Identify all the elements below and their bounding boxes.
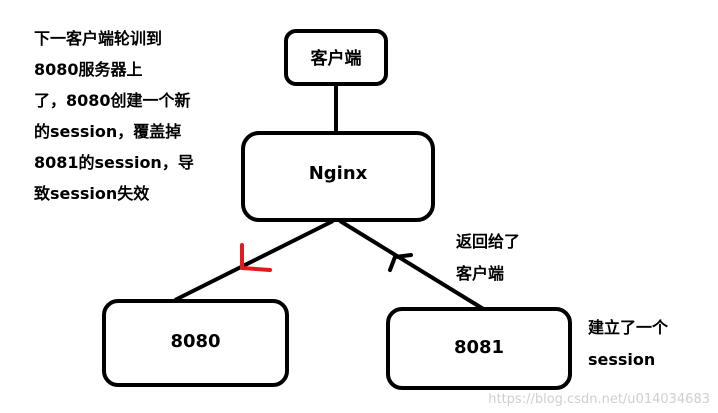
left-annotation: 下一客户端轮训到 8080服务器上 了，8080创建一个新 的session，覆… (34, 23, 194, 209)
session-annotation: 建立了一个 session (588, 312, 668, 376)
client-box (284, 29, 388, 86)
client-box-label: 客户端 (310, 49, 362, 69)
nginx-box-label: Nginx (308, 163, 368, 184)
left-annotation-line-1: 下一客户端轮训到 (34, 29, 163, 48)
nginx-8080-connector (174, 219, 334, 302)
left-annotation-line-4: 的session，覆盖掉 (34, 122, 182, 141)
nginx-box (241, 131, 435, 222)
return-arrow-mark (388, 253, 413, 272)
return-annotation-line-1: 返回给了 (456, 232, 521, 251)
left-annotation-line-2: 8080服务器上 (34, 60, 143, 79)
return-annotation-line-2: 客户端 (456, 264, 505, 283)
server-8080-box (102, 299, 289, 387)
server-8081-box (386, 307, 572, 390)
left-annotation-line-3: 了，8080创建一个新 (34, 91, 191, 110)
server-8081-box-label: 8081 (453, 337, 505, 358)
left-annotation-line-6: 致session失效 (34, 184, 150, 203)
return-annotation: 返回给了 客户端 (456, 226, 520, 290)
left-annotation-line-5: 8081的session，导 (34, 153, 194, 172)
session-annotation-line-2: session (588, 350, 656, 369)
watermark-text: https://blog.csdn.net/u014034683 (488, 392, 710, 407)
red-arrow-mark (240, 243, 272, 272)
nginx-8081-connector (338, 219, 487, 312)
server-8080-box-label: 8080 (170, 331, 221, 352)
session-annotation-line-1: 建立了一个 (588, 318, 669, 337)
